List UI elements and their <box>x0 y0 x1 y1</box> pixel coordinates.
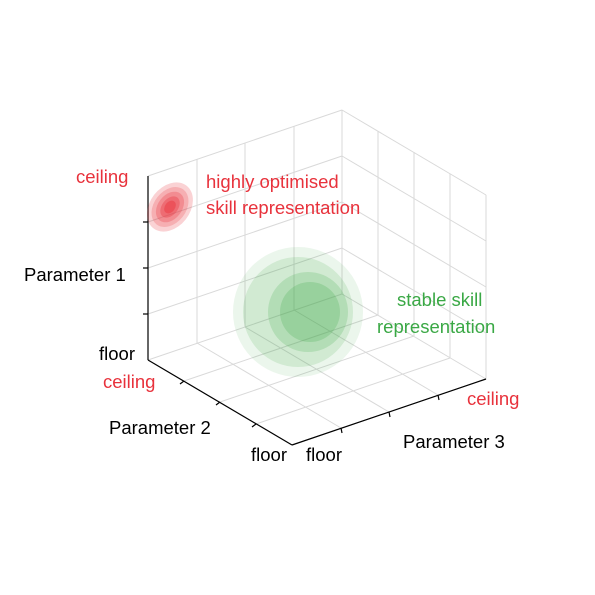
grid <box>147 109 487 446</box>
label-stable-line-1: stable skill <box>397 289 482 310</box>
stable-skill-blob <box>233 247 363 377</box>
label-p3-ceiling: ceiling <box>467 388 519 409</box>
label-p1-ceiling: ceiling <box>76 166 128 187</box>
label-stable-line-2: representation <box>377 316 495 337</box>
label-parameter-3: Parameter 3 <box>403 431 505 452</box>
optimised-skill-blob <box>147 182 193 232</box>
label-p3-floor: floor <box>306 444 342 465</box>
label-p1-floor: floor <box>99 343 135 364</box>
label-p2-ceiling: ceiling <box>103 371 155 392</box>
label-optimised-line-1: highly optimised <box>206 171 339 192</box>
label-optimised-line-2: skill representation <box>206 197 360 218</box>
label-parameter-1: Parameter 1 <box>24 264 126 285</box>
axes <box>143 176 487 446</box>
label-p2-floor: floor <box>251 444 287 465</box>
label-parameter-2: Parameter 2 <box>109 417 211 438</box>
